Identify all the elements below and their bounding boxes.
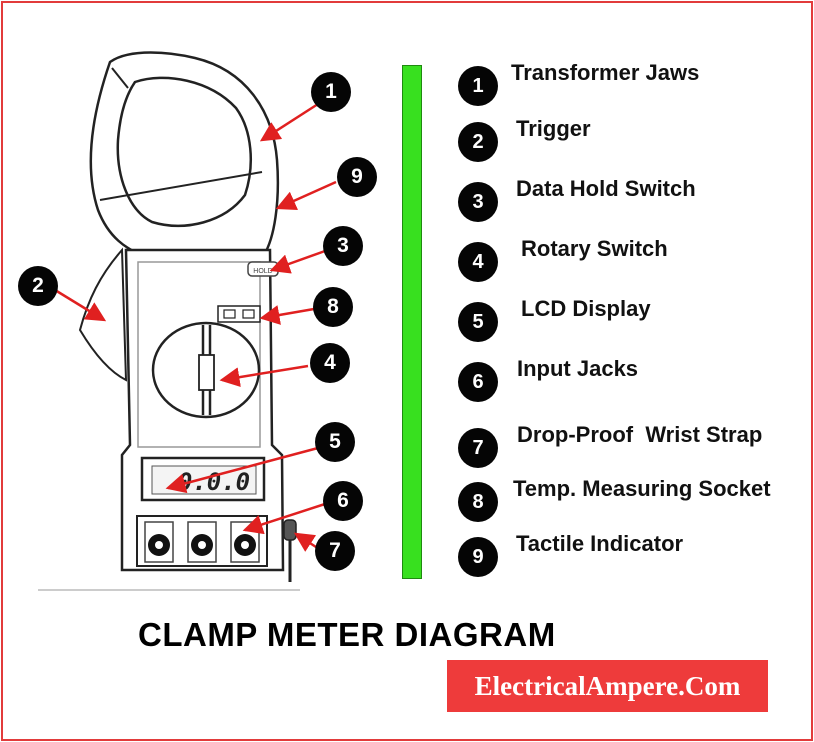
hold-label: HOLD (253, 268, 272, 275)
legend-label: Trigger (516, 116, 591, 141)
brand-label: ElectricalAmpere.Com (474, 670, 741, 701)
trigger (78, 247, 128, 382)
arrow-6 (242, 502, 326, 535)
callout-badge-4: 4 (310, 343, 350, 383)
legend-badge: 7 (458, 428, 498, 468)
callout-badge-2: 2 (18, 266, 58, 306)
legend-badge: 1 (458, 66, 498, 106)
legend-badge: 5 (458, 302, 498, 342)
legend-badge: 2 (458, 122, 498, 162)
callout-badge-8: 8 (313, 287, 353, 327)
input-jack (144, 521, 174, 563)
callout-badge-7: 7 (315, 531, 355, 571)
arrow-2 (54, 288, 107, 322)
legend-badge: 8 (458, 482, 498, 522)
callout-arrows (54, 102, 337, 552)
legend-badge: 6 (458, 362, 498, 402)
legend-label: Rotary Switch (521, 236, 668, 261)
transformer-jaws (89, 51, 280, 260)
wrist-strap (283, 519, 297, 582)
arrow-4 (219, 364, 309, 388)
arrow-7 (293, 532, 317, 552)
legend-badge: 3 (458, 182, 498, 222)
callout-badge-3: 3 (323, 226, 363, 266)
legend-label: Data Hold Switch (516, 176, 696, 201)
legend-label: LCD Display (521, 296, 651, 321)
legend-label: Temp. Measuring Socket (513, 476, 771, 501)
brand-banner[interactable]: ElectricalAmpere.Com (447, 660, 768, 712)
arrow-9 (275, 180, 337, 210)
divider-bar (402, 65, 422, 579)
legend-badge: 9 (458, 537, 498, 577)
legend-label: Drop-Proof Wrist Strap (517, 422, 763, 447)
arrow-1 (259, 102, 319, 142)
arrow-5 (165, 446, 319, 494)
arrow-3 (269, 249, 326, 274)
jaw-seam (99, 171, 263, 201)
legend-label: Input Jacks (517, 356, 639, 381)
legend-badge: 4 (458, 242, 498, 282)
callout-badge-5: 5 (315, 422, 355, 462)
callout-badge-6: 6 (323, 481, 363, 521)
callout-badge-9: 9 (337, 157, 377, 197)
legend-label: Tactile Indicator (516, 531, 684, 556)
input-jack (187, 521, 217, 563)
diagram-title: CLAMP METER DIAGRAM (138, 616, 556, 653)
arrow-8 (259, 305, 315, 325)
callout-badge-1: 1 (311, 72, 351, 112)
legend-label: Transformer Jaws (511, 60, 700, 85)
